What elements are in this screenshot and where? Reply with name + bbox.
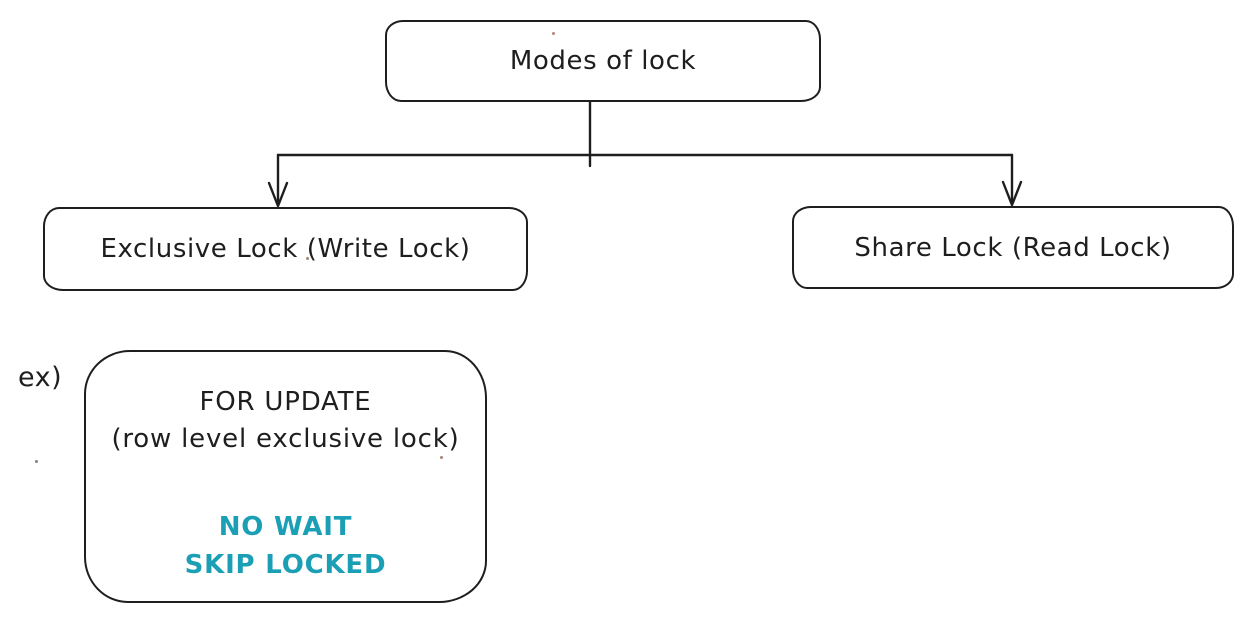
node-share-lock-label: Share Lock (Read Lock) [854, 232, 1172, 263]
stray-dot [306, 257, 309, 260]
stray-dot [552, 32, 555, 35]
arrowhead-exclusive-icon [267, 181, 289, 208]
example-option-skip-locked: SKIP LOCKED [184, 550, 387, 580]
node-modes-of-lock: Modes of lock [385, 20, 821, 102]
node-exclusive-lock: Exclusive Lock (Write Lock) [43, 207, 528, 291]
example-title: FOR UPDATE [199, 387, 372, 417]
node-for-update-example [84, 350, 487, 603]
node-share-lock: Share Lock (Read Lock) [792, 206, 1234, 289]
stray-dot [35, 460, 38, 463]
example-option-no-wait: NO WAIT [218, 512, 353, 542]
example-prefix-label: ex) [18, 362, 63, 393]
node-modes-of-lock-label: Modes of lock [509, 46, 697, 76]
stray-dot [440, 456, 443, 459]
node-exclusive-lock-label: Exclusive Lock (Write Lock) [100, 234, 471, 264]
example-subtitle: (row level exclusive lock) [111, 424, 460, 454]
arrowhead-share-icon [1001, 180, 1023, 207]
